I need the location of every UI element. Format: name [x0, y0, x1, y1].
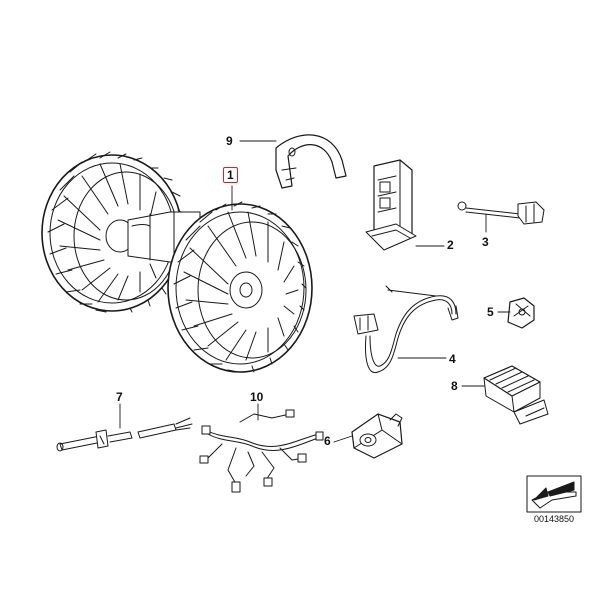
arrow-logo-icon — [526, 475, 582, 513]
callout-8: 8 — [451, 379, 458, 393]
harness-icon — [199, 409, 324, 493]
diagram-number: 00143850 — [533, 514, 575, 524]
callout-9: 9 — [226, 134, 233, 148]
sensor-cable-icon — [353, 285, 459, 374]
callout-4: 4 — [449, 352, 456, 366]
grommet-icon — [507, 297, 535, 329]
callout-1: 1 — [223, 167, 238, 183]
resistor-icon — [483, 365, 549, 425]
leader-line-6 — [333, 435, 353, 443]
callout-2: 2 — [447, 238, 454, 252]
clamp-icon — [275, 134, 347, 189]
control-module-icon — [365, 159, 417, 251]
leader-lines — [119, 140, 511, 443]
callout-10: 10 — [250, 390, 264, 404]
callout-7: 7 — [116, 390, 123, 404]
blower-motor-icon — [41, 151, 313, 373]
callout-6: 6 — [324, 434, 331, 448]
temperature-sensor-icon — [457, 201, 545, 225]
brush-tool-icon — [56, 417, 193, 452]
right-fan-wheel — [167, 201, 313, 373]
blower-switch-icon — [351, 413, 403, 459]
callout-5: 5 — [487, 305, 494, 319]
callout-3: 3 — [482, 235, 489, 249]
